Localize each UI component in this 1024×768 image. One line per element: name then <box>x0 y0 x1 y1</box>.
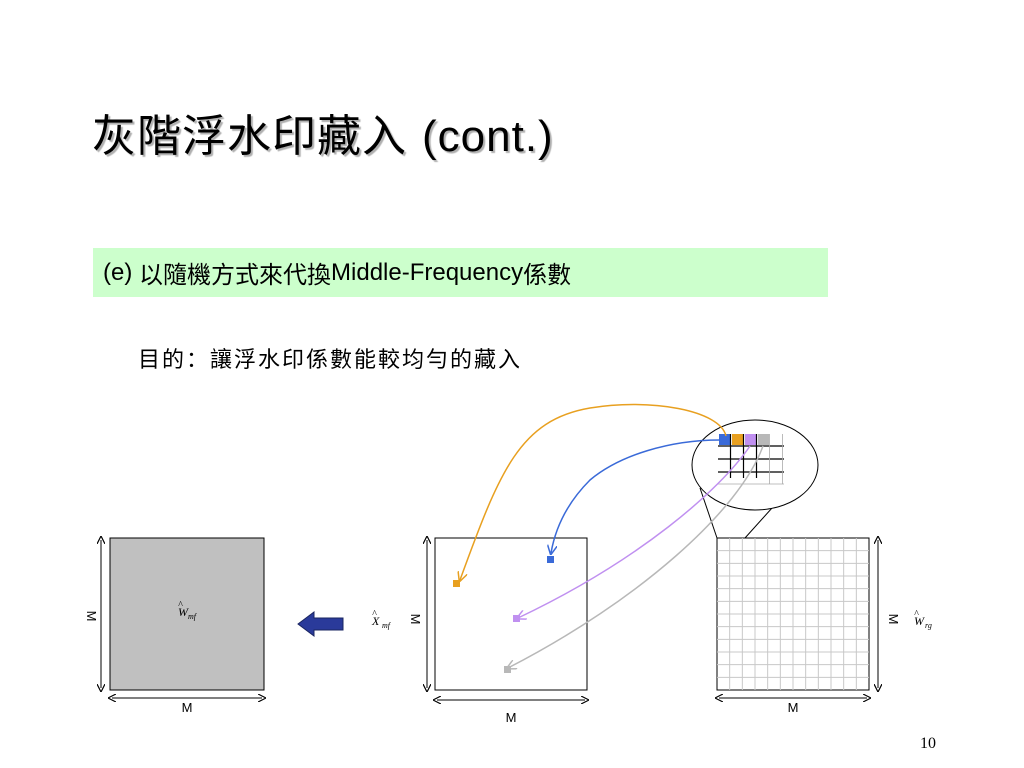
left-matrix-height-label: M <box>84 611 99 622</box>
page-number: 10 <box>920 735 936 752</box>
middle-matrix-height-label: M <box>408 614 423 625</box>
right-matrix-height-label: M <box>886 614 901 625</box>
middle-matrix-subscript: mf <box>382 621 392 630</box>
purpose-text: 目的：讓浮水印係數能較均勻的藏入 <box>138 348 523 373</box>
title-cjk: 灰階浮水印藏入 <box>92 111 407 162</box>
left-matrix-width-label: M <box>182 700 193 715</box>
zoom-connector-left <box>699 487 718 539</box>
right-matrix-width-label: M <box>788 700 799 715</box>
left-matrix-symbol-text: W <box>178 605 189 619</box>
right-matrix-w-rg <box>716 537 870 691</box>
left-matrix-subscript: mf <box>188 612 198 621</box>
mapping-arrow-gray <box>508 445 764 668</box>
zoom-cell-gray <box>758 434 769 445</box>
target-square-orange <box>453 580 460 587</box>
middle-matrix-hat: ^ <box>372 609 377 620</box>
zoom-connector-right <box>744 507 773 539</box>
bullet-cjk: 以隨機方式來代換 <box>139 261 332 289</box>
middle-matrix-width-label: M <box>506 710 517 725</box>
zoom-cell-blue <box>719 434 730 445</box>
right-matrix-symbol-text: W <box>914 614 925 628</box>
middle-matrix-symbol: X mf ^ <box>371 609 392 630</box>
left-matrix-hat: ^ <box>178 600 183 611</box>
zoom-cell-violet <box>745 434 756 445</box>
target-square-violet <box>513 615 520 622</box>
left-matrix-symbol: W mf ^ <box>178 600 198 621</box>
right-matrix-subscript: rg <box>925 621 932 630</box>
left-arrow-icon <box>297 611 344 637</box>
middle-matrix-symbol-text: X <box>371 614 380 628</box>
slide-title: 灰階浮水印藏入 (cont.) <box>92 100 554 164</box>
mapping-arrow-blue <box>551 439 721 553</box>
mapping-arrow-violet <box>518 445 751 618</box>
zoom-cell-orange <box>732 434 743 445</box>
title-latin: (cont.) <box>422 112 554 161</box>
right-matrix-symbol: W rg ^ <box>914 609 932 630</box>
right-matrix-hat: ^ <box>914 609 919 620</box>
target-square-blue <box>547 556 554 563</box>
bullet-latin: Middle-Frequency <box>331 258 524 286</box>
bullet-suffix: 係數 <box>523 261 572 289</box>
bullet-prefix: (e) <box>103 258 133 286</box>
mapping-arrow-orange <box>460 403 727 580</box>
left-matrix-w-mf <box>109 537 265 691</box>
